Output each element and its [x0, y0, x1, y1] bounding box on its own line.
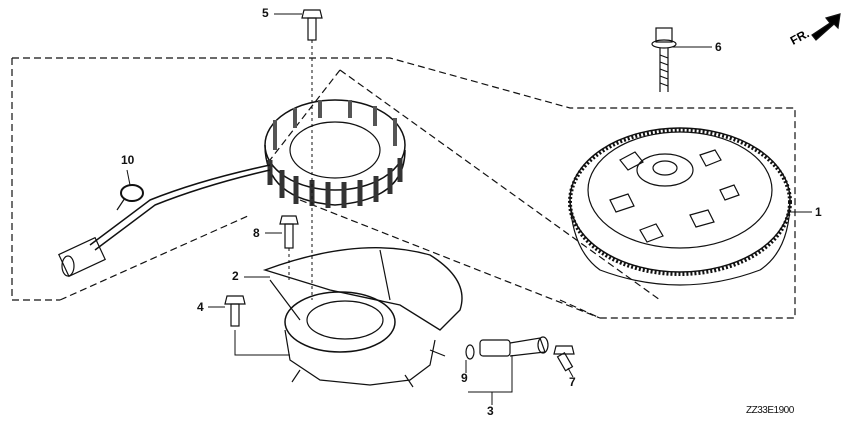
- bolt-8: [279, 215, 299, 249]
- callout-4[interactable]: 4: [197, 300, 204, 314]
- bolt-7: [553, 345, 575, 372]
- flywheel-bolt: [651, 27, 677, 92]
- callout-10[interactable]: 10: [121, 153, 135, 167]
- stator-base-plate: [262, 247, 463, 388]
- front-direction-arrow: [811, 13, 841, 41]
- leader-lines: [126, 13, 812, 405]
- wire-clamp: [116, 184, 144, 211]
- callout-7[interactable]: 7: [569, 375, 576, 389]
- callout-1[interactable]: 1: [815, 205, 822, 219]
- flywheel: [568, 127, 792, 286]
- bolt-4: [224, 295, 246, 327]
- wire-harness: [58, 164, 271, 278]
- assembly-boundary: [12, 57, 796, 319]
- callout-8[interactable]: 8: [253, 226, 260, 240]
- bolt-5: [301, 9, 323, 41]
- callout-2[interactable]: 2: [232, 269, 239, 283]
- drawing-code: ZZ33E1900: [746, 405, 794, 416]
- pulse-sensor: [465, 336, 549, 360]
- callout-6[interactable]: 6: [715, 40, 722, 54]
- callout-9[interactable]: 9: [461, 371, 468, 385]
- callout-3[interactable]: 3: [487, 404, 494, 418]
- callout-5[interactable]: 5: [262, 6, 269, 20]
- stator: [264, 99, 406, 208]
